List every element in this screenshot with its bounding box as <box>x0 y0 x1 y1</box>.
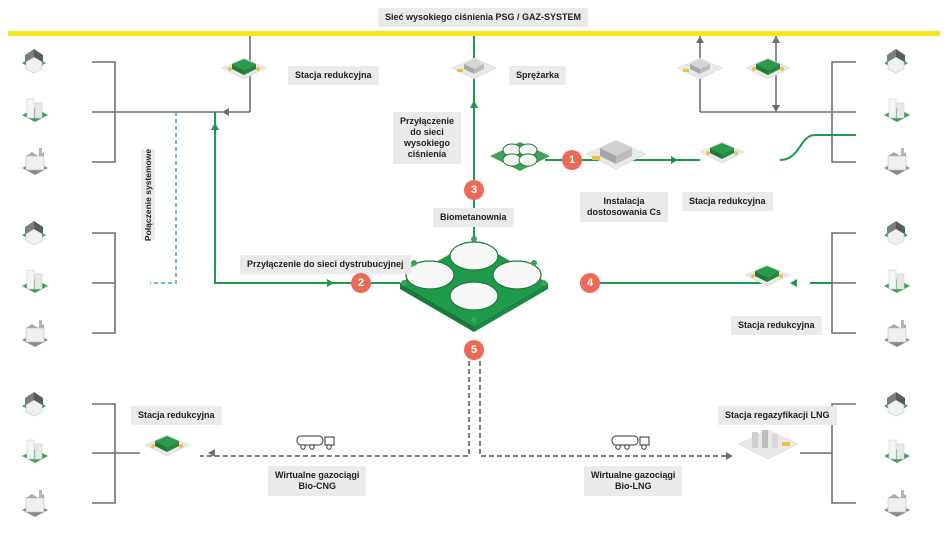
house-icon <box>883 391 909 417</box>
compressor-icon <box>677 57 723 80</box>
house-icon <box>883 48 909 74</box>
badge-3: 3 <box>464 180 484 200</box>
virtual-pipelines-cng-label: Wirtualne gazociągi Bio-CNG <box>268 466 367 496</box>
virtual-pipelines-lng-label: Wirtualne gazociągi Bio-LNG <box>584 466 683 496</box>
system-connection-line <box>150 112 177 284</box>
apartment-icon <box>21 98 49 123</box>
reduction-station-label: Stacja redukcyjna <box>682 192 773 211</box>
house-icon <box>21 48 47 74</box>
badge-5: 5 <box>464 340 484 360</box>
reduction-station-label: Stacja redukcyjna <box>131 406 222 425</box>
apartment-icon <box>883 98 911 123</box>
badge-1: 1 <box>562 150 582 170</box>
factory-icon <box>883 319 911 348</box>
lng-regas-station-icon <box>737 429 799 460</box>
hp-connection-label: Przyłączenie do sieci wysokiego ciśnieni… <box>393 112 462 164</box>
factory-icon <box>21 489 49 518</box>
compressor-icon <box>451 57 497 80</box>
distribution-connection-label: Przyłączenie do sieci dystrubucyjnej <box>240 255 411 274</box>
compressor-label: Sprężarka <box>509 66 567 85</box>
high-pressure-line <box>8 31 940 36</box>
tank-cluster-icon <box>490 142 550 171</box>
lng-regas-station-label: Stacja regazyfikacji LNG <box>718 406 837 425</box>
flow-arrows <box>208 36 780 460</box>
reduction-station-icon <box>745 57 791 80</box>
reduction-station-icon <box>221 57 267 80</box>
high-pressure-network-label: Sieć wysokiego ciśnienia PSG / GAZ-SYSTE… <box>378 8 589 27</box>
truck-cng-icon <box>296 435 335 450</box>
system-connection-label-box: Połączenie systemowe <box>141 148 155 242</box>
adjustment-installation-label: Instalacja dostosowania Cs <box>580 192 669 222</box>
reduction-station-label: Stacja redukcyjna <box>288 66 379 85</box>
virtual-pipelines <box>200 345 730 457</box>
apartment-icon <box>21 269 49 294</box>
reduction-station-icon <box>144 434 190 457</box>
system-connection-label: Połączenie systemowe <box>143 148 153 242</box>
house-icon <box>21 391 47 417</box>
truck-lng-icon <box>611 435 650 450</box>
house-icon <box>21 220 47 246</box>
biomethane-plant-icon <box>400 236 548 332</box>
apartment-icon <box>21 439 49 464</box>
badge-2: 2 <box>351 273 371 293</box>
factory-icon <box>21 319 49 348</box>
house-icon <box>883 220 909 246</box>
reduction-station-icon <box>699 141 745 164</box>
factory-icon <box>21 147 49 176</box>
badge-4: 4 <box>580 273 600 293</box>
adjustment-installation-icon <box>585 139 647 170</box>
apartment-icon <box>883 269 911 294</box>
biomethane-plant-label: Biometanownia <box>433 208 514 227</box>
factory-icon <box>883 147 911 176</box>
green-arrows <box>211 100 797 287</box>
reduction-station-label: Stacja redukcyjna <box>731 316 822 335</box>
left-grey-pipes <box>92 36 251 504</box>
factory-icon <box>883 489 911 518</box>
apartment-icon <box>883 439 911 464</box>
